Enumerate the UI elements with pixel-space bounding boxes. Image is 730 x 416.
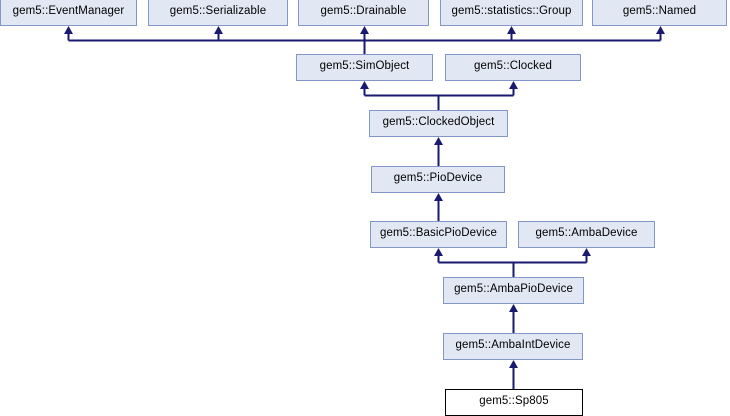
arrowheads — [64, 26, 665, 368]
class-node-ambapiodevice[interactable]: gem5::AmbaPioDevice — [443, 277, 584, 304]
class-node-label: gem5::Serializable — [169, 5, 267, 18]
arrowhead-simobject — [360, 81, 369, 89]
class-node-label: gem5::AmbaDevice — [535, 227, 638, 240]
class-node-statistics-group[interactable]: gem5::statistics::Group — [440, 0, 583, 26]
class-node-label: gem5::AmbaIntDevice — [455, 339, 571, 352]
arrowhead-ambapiodevice — [509, 304, 518, 312]
class-node-label: gem5::SimObject — [319, 60, 410, 73]
class-node-piodevice[interactable]: gem5::PioDevice — [371, 166, 505, 193]
class-node-label: gem5::Drainable — [320, 5, 407, 18]
arrowhead-basicpiodevice — [434, 248, 443, 256]
class-node-clockedobject[interactable]: gem5::ClockedObject — [369, 110, 508, 137]
arrowhead-statsgroup — [507, 26, 516, 34]
class-node-label: gem5::ClockedObject — [382, 116, 495, 129]
class-node-label: gem5::PioDevice — [393, 172, 483, 185]
class-node-basicpiodevice[interactable]: gem5::BasicPioDevice — [370, 221, 507, 248]
class-node-ambaintdevice[interactable]: gem5::AmbaIntDevice — [443, 333, 583, 360]
class-node-named[interactable]: gem5::Named — [592, 0, 727, 26]
class-node-label: gem5::Sp805 — [479, 395, 549, 408]
arrowhead-clocked — [509, 81, 518, 89]
class-node-label: gem5::statistics::Group — [451, 5, 572, 18]
class-node-sp805[interactable]: gem5::Sp805 — [445, 389, 583, 416]
class-node-eventmanager[interactable]: gem5::EventManager — [0, 0, 137, 26]
arrowhead-ambadevice — [582, 248, 591, 256]
class-node-label: gem5::Clocked — [473, 60, 552, 73]
arrowhead-named — [656, 26, 665, 34]
class-node-label: gem5::EventManager — [12, 5, 125, 18]
arrowhead-ambaintdevice — [509, 360, 518, 368]
class-node-simobject[interactable]: gem5::SimObject — [296, 54, 433, 81]
class-node-serializable[interactable]: gem5::Serializable — [148, 0, 288, 26]
arrowhead-serializable — [214, 26, 223, 34]
arrowhead-piodevice — [434, 193, 443, 201]
class-node-label: gem5::BasicPioDevice — [379, 227, 498, 240]
arrowhead-drainable — [360, 26, 369, 34]
arrowhead-clockedobject — [434, 137, 443, 145]
class-node-ambadevice[interactable]: gem5::AmbaDevice — [518, 221, 655, 248]
class-node-drainable[interactable]: gem5::Drainable — [298, 0, 429, 26]
class-node-label: gem5::Named — [622, 5, 697, 18]
class-node-label: gem5::AmbaPioDevice — [454, 283, 573, 296]
class-node-clocked[interactable]: gem5::Clocked — [445, 54, 581, 81]
arrowhead-eventmanager — [64, 26, 73, 34]
